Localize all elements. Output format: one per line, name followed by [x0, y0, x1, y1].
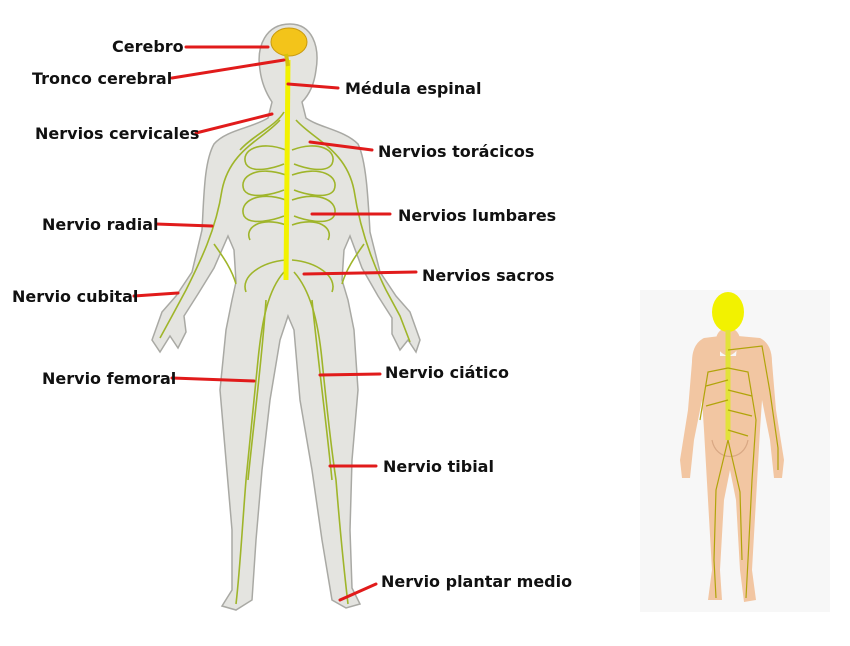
leader-nervios-toracicos	[308, 140, 374, 152]
label-nervio-tibial: Nervio tibial	[383, 457, 494, 476]
leader-nervio-cubital	[132, 291, 180, 298]
label-nervio-radial: Nervio radial	[42, 215, 159, 234]
label-nervio-plantar-medio: Nervio plantar medio	[381, 572, 573, 591]
leader-nervios-cervicales	[194, 112, 274, 135]
label-medula-espinal: Médula espinal	[345, 79, 482, 98]
brain	[270, 27, 308, 57]
label-nervio-ciatico: Nervio ciático	[385, 363, 509, 382]
label-nervio-femoral: Nervio femoral	[42, 369, 177, 388]
label-nervios-toracicos: Nervios torácicos	[378, 142, 535, 161]
leader-medula-espinal	[286, 82, 340, 90]
leader-nervios-sacros	[302, 270, 418, 276]
back-view-figure	[680, 292, 784, 602]
front-view-figure	[151, 23, 421, 611]
label-tronco-cerebral: Tronco cerebral	[32, 69, 173, 88]
leader-nervio-femoral	[170, 376, 256, 383]
leader-nervio-ciatico	[318, 372, 382, 377]
label-nervios-lumbares: Nervios lumbares	[398, 206, 557, 225]
label-cerebro: Cerebro	[112, 37, 184, 56]
brainstem	[284, 53, 290, 67]
leader-lines	[132, 45, 418, 602]
label-nervios-cervicales: Nervios cervicales	[35, 124, 200, 143]
back-view-brain	[712, 292, 744, 332]
leader-tronco-cerebral	[170, 58, 286, 80]
leader-nervio-plantar-medio	[338, 582, 378, 602]
label-nervios-sacros: Nervios sacros	[422, 266, 555, 285]
peripheral-nerves	[159, 111, 411, 605]
label-nervio-cubital: Nervio cubital	[12, 287, 139, 306]
leader-nervio-radial	[154, 222, 214, 228]
spinal-cord	[283, 59, 291, 281]
